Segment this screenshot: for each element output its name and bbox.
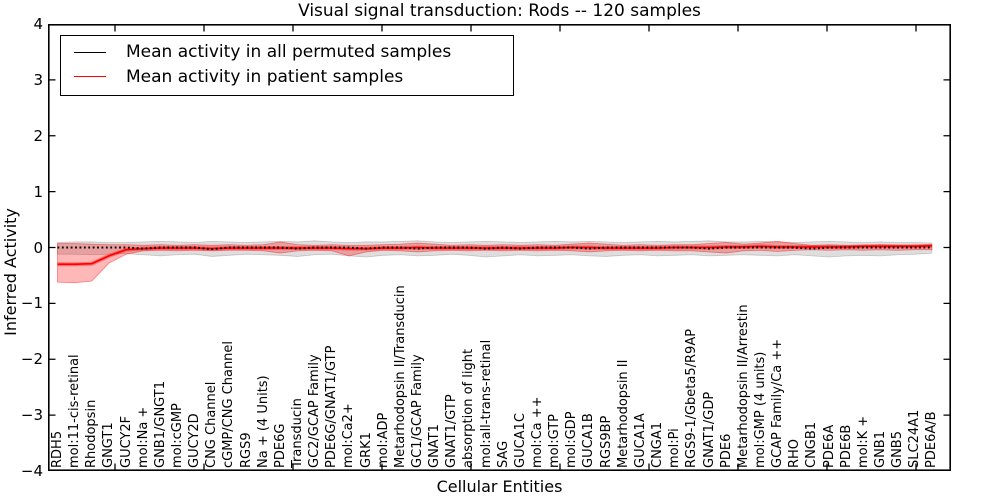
- y-tick-label: 3: [33, 70, 43, 89]
- legend-label-patient: Mean activity in patient samples: [126, 66, 404, 87]
- legend: Mean activity in all permuted samples Me…: [60, 35, 514, 96]
- y-tick-label: −3: [20, 406, 43, 425]
- plot-canvas: [48, 24, 951, 471]
- y-tick-label: 2: [33, 126, 43, 145]
- legend-line-red-icon: [74, 76, 106, 78]
- y-axis-label: Inferred Activity: [1, 208, 20, 336]
- y-tick-label: 4: [33, 15, 43, 33]
- legend-item-permuted: Mean activity in all permuted samples: [74, 40, 501, 65]
- y-tick-label: −4: [20, 462, 43, 480]
- legend-line-black-icon: [74, 51, 106, 53]
- chart-title: Visual signal transduction: Rods -- 120 …: [298, 1, 701, 21]
- legend-item-patient: Mean activity in patient samples: [74, 65, 501, 90]
- legend-label-permuted: Mean activity in all permuted samples: [126, 42, 452, 63]
- x-axis-label: Cellular Entities: [436, 477, 563, 496]
